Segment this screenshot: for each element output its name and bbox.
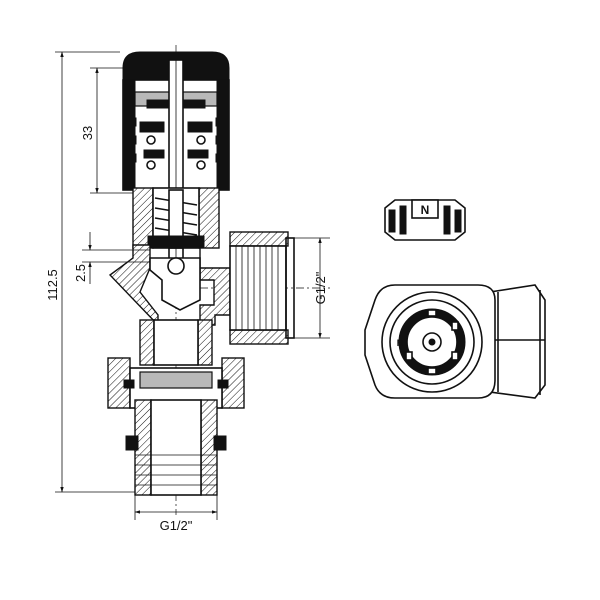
offset-label: 2.5 [73, 264, 88, 282]
top-view: N [364, 284, 546, 399]
section-view: 112.5 33 2.5 G1/2" G1/2" [45, 45, 330, 533]
cap-height-label: 33 [80, 126, 95, 140]
tailpiece [125, 399, 227, 496]
side-thread-label: G1/2" [313, 271, 328, 304]
bottom-thread-label: G1/2" [160, 518, 193, 533]
spring-chamber [132, 187, 220, 249]
overall-height-label: 112.5 [45, 269, 60, 301]
cap-marking: N [421, 203, 430, 217]
dial-marking: N [397, 338, 404, 348]
valve-body [108, 231, 295, 366]
cap-detail: N [384, 199, 466, 241]
thermostatic-cap [122, 51, 230, 261]
dimension-lines [55, 51, 330, 520]
